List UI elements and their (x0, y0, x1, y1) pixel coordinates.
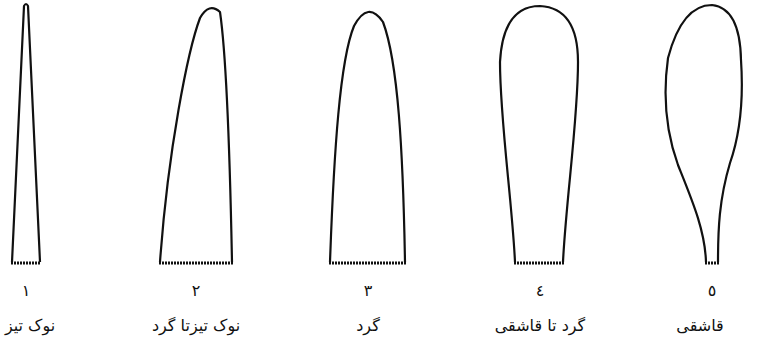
round-to-spoon-shape (500, 6, 578, 262)
callout-number: ٣ (364, 281, 373, 300)
base-line (11, 262, 41, 265)
shape-label: گرد تا قاشقی (495, 316, 585, 335)
base-line (705, 262, 719, 265)
callout-number: ٤ (536, 281, 545, 300)
callout-number: ١ (22, 281, 31, 300)
round-shape (330, 12, 405, 262)
callout-number: ٢ (192, 281, 201, 300)
callout-number: ٥ (708, 281, 717, 300)
spoon-shape (666, 5, 742, 262)
pointed-shape (12, 4, 40, 262)
base-line (329, 262, 406, 265)
shape-label: نوک تیز (5, 316, 55, 335)
base-line (159, 262, 233, 265)
base-line (514, 262, 564, 265)
shape-label: گرد (356, 316, 380, 335)
pointed-to-round-shape (160, 8, 232, 262)
shape-label: نوک تیزتا گرد (152, 316, 240, 335)
shape-label: قاشقی (676, 316, 723, 335)
